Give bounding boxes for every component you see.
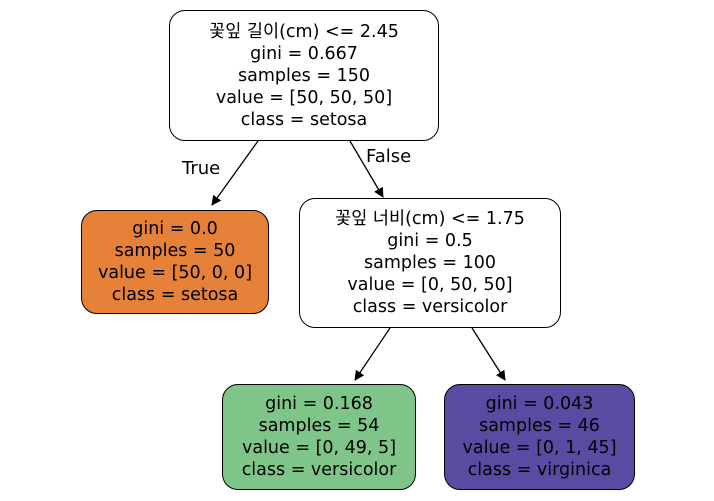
node-leaf-setosa-class: class = setosa — [111, 285, 239, 305]
node-leaf-versicolor-samples: samples = 54 — [258, 416, 380, 436]
node-split-right-class: class = versicolor — [352, 297, 508, 317]
node-leaf-virginica-value: value = [0, 1, 45] — [462, 438, 617, 458]
node-leaf-virginica-samples: samples = 46 — [479, 416, 600, 436]
node-leaf-setosa-gini: gini = 0.0 — [132, 219, 218, 239]
node-leaf-setosa-value: value = [50, 0, 0] — [97, 263, 253, 283]
edge-label-true: True — [182, 158, 221, 179]
node-leaf-virginica-gini: gini = 0.043 — [485, 394, 594, 414]
node-leaf-virginica: gini = 0.043 samples = 46 value = [0, 1,… — [444, 384, 635, 490]
node-split-right-value: value = [0, 50, 50] — [347, 275, 513, 295]
node-leaf-setosa: gini = 0.0 samples = 50 value = [50, 0, … — [81, 210, 269, 314]
node-root: 꽃잎 길이(cm) <= 2.45 gini = 0.667 samples =… — [169, 10, 439, 141]
node-split-right-gini: gini = 0.5 — [387, 231, 473, 251]
edge-label-false: False — [366, 146, 412, 167]
node-leaf-setosa-samples: samples = 50 — [114, 241, 236, 261]
node-leaf-versicolor: gini = 0.168 samples = 54 value = [0, 49… — [222, 384, 416, 490]
node-root-condition: 꽃잎 길이(cm) <= 2.45 — [209, 21, 399, 42]
edge-split-to-versicolor — [354, 327, 391, 381]
node-root-value: value = [50, 50, 50] — [215, 87, 393, 108]
node-leaf-versicolor-gini: gini = 0.168 — [265, 394, 373, 414]
node-root-samples: samples = 150 — [238, 65, 370, 86]
node-split-right: 꽃잎 너비(cm) <= 1.75 gini = 0.5 samples = 1… — [299, 198, 561, 328]
node-root-gini: gini = 0.667 — [250, 43, 358, 64]
edge-split-to-virginica — [471, 327, 506, 381]
node-root-class: class = setosa — [240, 109, 368, 130]
node-leaf-versicolor-class: class = versicolor — [241, 460, 397, 480]
edge-root-to-split — [349, 140, 384, 198]
node-leaf-virginica-class: class = virginica — [467, 460, 612, 480]
node-split-right-samples: samples = 100 — [364, 253, 496, 273]
edge-root-to-setosa — [211, 140, 259, 206]
node-leaf-versicolor-value: value = [0, 49, 5] — [241, 438, 397, 458]
node-split-right-condition: 꽃잎 너비(cm) <= 1.75 — [335, 209, 525, 229]
